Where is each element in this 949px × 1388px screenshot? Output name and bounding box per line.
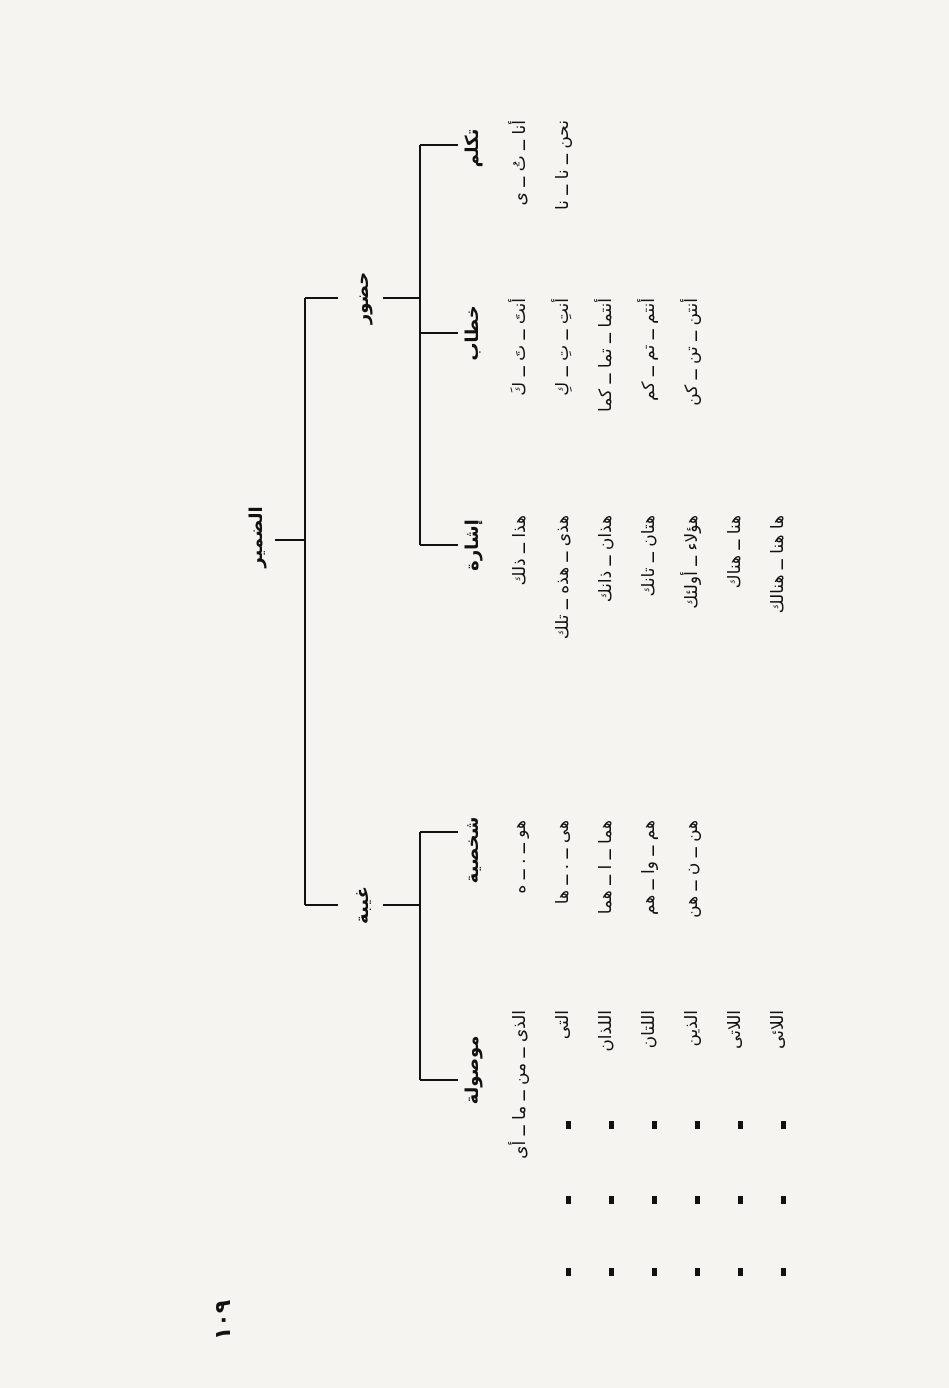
root-label: الضمير	[246, 506, 267, 568]
page-number: ١٠٩	[211, 1300, 236, 1340]
ditto-mark	[652, 1121, 657, 1129]
speaker-label: تكلم	[462, 129, 483, 168]
ditto-mark	[652, 1268, 657, 1276]
ditto-mark	[566, 1268, 571, 1276]
ditto-mark	[695, 1268, 700, 1276]
address-row: أنتَ ــ تَ ــ كَ	[508, 298, 530, 396]
demonstrative-row: هنا ــ هناك	[725, 515, 745, 588]
relative-column: الذى ــ من ــ ما ــ أى التى اللذان اللتا…	[508, 1010, 788, 1159]
ditto-mark	[738, 1196, 743, 1204]
ditto-mark	[781, 1196, 786, 1204]
ditto-mark	[738, 1121, 743, 1129]
ditto-mark	[695, 1121, 700, 1129]
demonstrative-row: هتان ــ تانك	[639, 515, 659, 597]
address-column: أنتَ ــ تَ ــ كَ أنتِ ــ تِ ــ كِ أنتما …	[508, 298, 702, 412]
relative-row: اللذان	[596, 1010, 616, 1052]
speaker-row: أنا ــ تُ ــ ى	[508, 120, 530, 205]
personal-row: هن ــ ن ــ هن	[682, 820, 702, 918]
relative-row: اللائى	[768, 1010, 788, 1049]
presence-label: حضور	[352, 272, 373, 325]
address-row: أنتم ــ تم ــ كم	[637, 298, 659, 401]
ditto-mark	[609, 1196, 614, 1204]
personal-label: شخصية	[462, 817, 483, 884]
tree-connectors	[275, 144, 458, 1081]
address-row: أنتما ــ تما ــ كما	[594, 298, 616, 412]
personal-row: هما ــ ا ــ هما	[596, 820, 616, 914]
demonstrative-row: هذان ــ ذانك	[596, 515, 616, 602]
speaker-column: أنا ــ تُ ــ ى نحن ــ نا ــ نا	[508, 120, 573, 210]
absence-label: غيبة	[352, 886, 373, 924]
demonstrative-label: إشارة	[462, 519, 483, 571]
relative-row: اللتان	[639, 1010, 659, 1048]
relative-row: الذى ــ من ــ ما ــ أى	[508, 1010, 530, 1159]
ditto-marks	[566, 1121, 786, 1276]
relative-row: الذين	[682, 1010, 702, 1047]
personal-row: هى ــ . ــ ها	[553, 820, 573, 904]
personal-column: هو ــ . ــ ه هى ــ . ــ ها هما ــ ا ــ ه…	[510, 820, 702, 918]
relative-label: موصولة	[462, 1036, 483, 1105]
ditto-mark	[695, 1196, 700, 1204]
address-label: خطاب	[462, 305, 483, 360]
address-row: أنتن ــ تن ــ كن	[680, 298, 702, 406]
address-row: أنتِ ــ تِ ــ كِ	[551, 298, 573, 396]
demonstrative-row: ها هنا ــ هنالك	[768, 515, 788, 613]
ditto-mark	[609, 1268, 614, 1276]
demonstrative-row: هذى ــ هذه ــ تلك	[553, 515, 573, 639]
relative-row: اللاتى	[725, 1010, 745, 1049]
demonstrative-column: هذا ــ ذلك هذى ــ هذه ــ تلك هذان ــ ذان…	[510, 515, 788, 639]
ditto-mark	[781, 1268, 786, 1276]
personal-row: هم ــ وا ــ هم	[639, 820, 659, 915]
ditto-mark	[738, 1268, 743, 1276]
ditto-mark	[566, 1196, 571, 1204]
speaker-row: نحن ــ نا ــ نا	[553, 120, 573, 210]
ditto-mark	[609, 1121, 614, 1129]
ditto-mark	[652, 1196, 657, 1204]
demonstrative-row: هؤلاء ــ أولئك	[680, 515, 702, 609]
ditto-mark	[566, 1121, 571, 1129]
ditto-mark	[781, 1121, 786, 1129]
relative-row: التى	[553, 1010, 573, 1039]
personal-row: هو ــ . ــ ه	[510, 820, 530, 894]
demonstrative-row: هذا ــ ذلك	[510, 515, 530, 585]
